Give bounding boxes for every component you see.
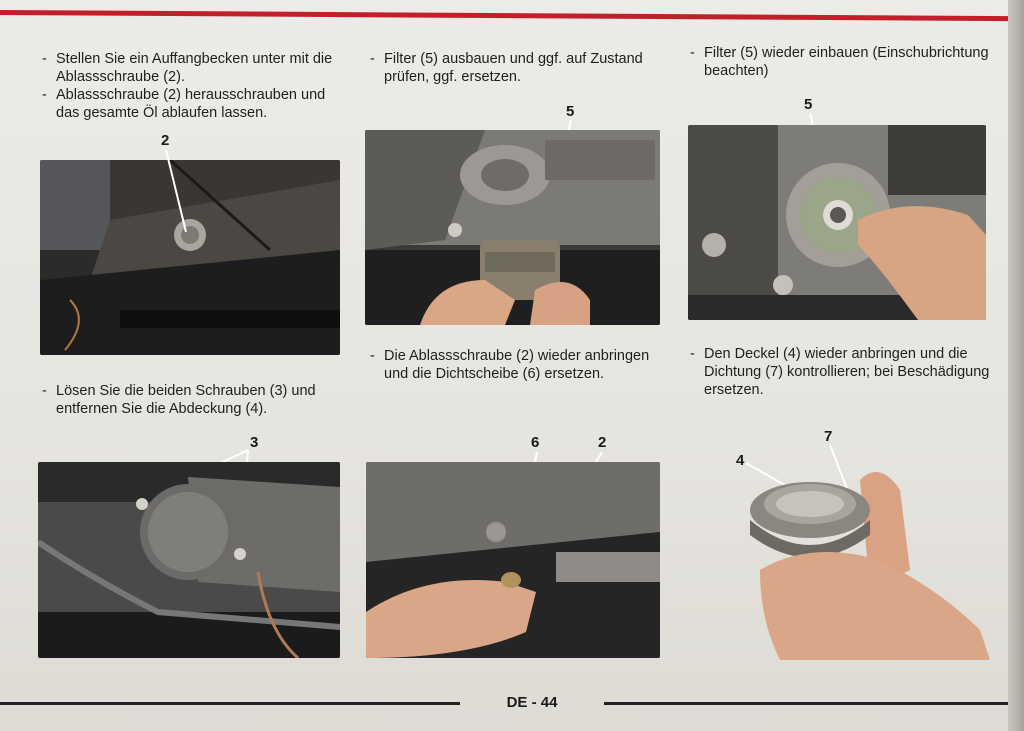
col3-step2-text: Den Deckel (4) wieder anbringen und die …	[690, 345, 990, 399]
col1-step2-text: Lösen Sie die beiden Schrauben (3) und e…	[42, 382, 342, 418]
photo-drain-plug-refit	[366, 462, 660, 658]
callout-label: 3	[250, 434, 259, 451]
photo-filter-removal	[365, 130, 660, 325]
col2-step1-item: Filter (5) ausbauen und ggf. auf Zustand…	[370, 50, 665, 86]
callout-label: 4	[106, 632, 115, 649]
callout-label: 5	[566, 103, 575, 120]
page-number: DE - 44	[506, 694, 558, 711]
callout-label: 4	[736, 452, 745, 469]
col2-step2-text: Die Ablassschraube (2) wieder anbringen …	[370, 347, 665, 383]
col3-step2-item: Den Deckel (4) wieder anbringen und die …	[690, 345, 990, 399]
callout-label: 5	[804, 96, 813, 113]
footer-rule-right	[604, 702, 1010, 705]
page-edge-shadow	[1008, 0, 1024, 731]
footer-rule-left	[0, 702, 460, 705]
photo-drain-plug	[40, 160, 340, 355]
top-red-rule	[0, 10, 1010, 22]
callout-label: 7	[824, 428, 833, 445]
callout-label: 2	[598, 434, 607, 451]
col2-step1-text: Filter (5) ausbauen und ggf. auf Zustand…	[370, 50, 665, 86]
col1-step1-item: Stellen Sie ein Auffangbecken unter mit …	[42, 50, 342, 86]
col3-step1-item: Filter (5) wieder einbauen (Einschubrich…	[690, 44, 990, 80]
callout-label: 6	[531, 434, 540, 451]
photo-cover-screws	[38, 462, 340, 658]
photo-filter-install	[688, 125, 986, 320]
col1-step1-text: Stellen Sie ein Auffangbecken unter mit …	[42, 50, 342, 122]
photo-cover-in-hand	[740, 460, 990, 660]
col1-step2-item: Lösen Sie die beiden Schrauben (3) und e…	[42, 382, 342, 418]
col3-step1-text: Filter (5) wieder einbauen (Einschubrich…	[690, 44, 990, 80]
col2-step2-item: Die Ablassschraube (2) wieder anbringen …	[370, 347, 665, 383]
col1-step1-item: Ablassschraube (2) herausschrauben und d…	[42, 86, 342, 122]
callout-label: 2	[161, 132, 170, 149]
